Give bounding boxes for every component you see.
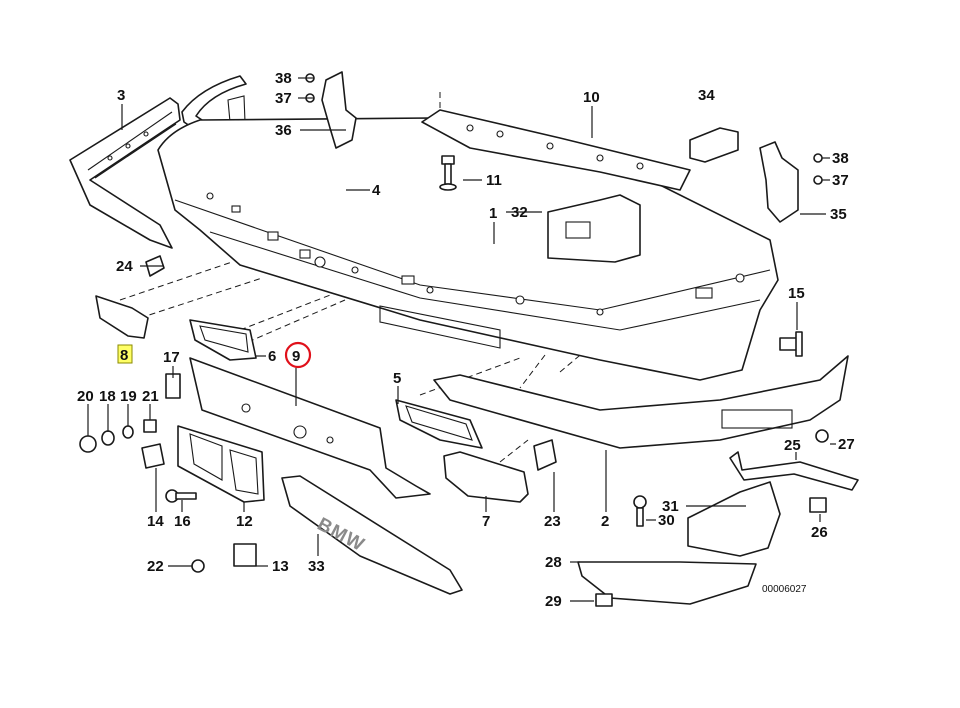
part-30-screw[interactable] (633, 495, 647, 527)
part-27-screw[interactable] (815, 429, 829, 443)
callout-3[interactable]: 3 (117, 87, 125, 104)
callout-37-right[interactable]: 37 (832, 172, 849, 189)
part-2-lower-spoiler[interactable] (433, 355, 849, 449)
callout-18[interactable]: 18 (99, 388, 116, 405)
callout-16[interactable]: 16 (174, 513, 191, 530)
part-13-clip[interactable] (233, 543, 257, 567)
callout-24[interactable]: 24 (116, 258, 133, 275)
callout-20[interactable]: 20 (77, 388, 94, 405)
callout-14[interactable]: 14 (147, 513, 164, 530)
callout-4[interactable]: 4 (372, 182, 381, 199)
part-8-grille-insert[interactable] (95, 295, 149, 339)
part-32-bracket[interactable] (547, 194, 641, 263)
callout-38-right[interactable]: 38 (832, 150, 849, 167)
part-14-plate[interactable] (141, 443, 165, 469)
callout-12[interactable]: 12 (236, 513, 253, 530)
part-26-nut-clip[interactable] (809, 497, 827, 513)
part-33-grille[interactable]: BMW (281, 475, 463, 595)
drawing-code: 00006027 (762, 584, 807, 595)
callout-26[interactable]: 26 (811, 524, 828, 541)
part-19-washer[interactable] (122, 425, 134, 439)
part-22-screw[interactable] (191, 559, 205, 573)
callout-35[interactable]: 35 (830, 206, 847, 223)
callout-30[interactable]: 30 (658, 512, 675, 529)
part-23-bracket[interactable] (533, 439, 557, 471)
callout-25[interactable]: 25 (784, 437, 801, 454)
part-29-clip[interactable] (595, 593, 613, 607)
callout-23[interactable]: 23 (544, 513, 561, 530)
selected-part-highlight (117, 344, 133, 364)
callout-5[interactable]: 5 (393, 370, 401, 387)
part-20-cap[interactable] (79, 435, 97, 453)
callout-27[interactable]: 27 (838, 436, 855, 453)
part-34-clip[interactable] (689, 127, 739, 163)
part-10-reinforcement[interactable] (421, 109, 691, 191)
part-31-air-duct[interactable] (687, 481, 781, 557)
part-16-screw[interactable] (165, 489, 197, 503)
callout-33[interactable]: 33 (308, 558, 325, 575)
callout-19[interactable]: 19 (120, 388, 137, 405)
part-35-side-holder[interactable] (759, 141, 799, 223)
callout-9[interactable]: 9 (292, 348, 300, 365)
callout-10[interactable]: 10 (583, 89, 600, 106)
callout-17[interactable]: 17 (163, 349, 180, 366)
callout-22[interactable]: 22 (147, 558, 164, 575)
callout-6[interactable]: 6 (268, 348, 276, 365)
callout-8[interactable]: 8 (120, 347, 128, 364)
callout-2[interactable]: 2 (601, 513, 609, 530)
part-5-frame[interactable] (395, 399, 483, 449)
leader-lines (87, 77, 836, 602)
part-37-clip-right[interactable] (813, 175, 823, 185)
callout-7[interactable]: 7 (482, 513, 490, 530)
callout-34[interactable]: 34 (698, 87, 715, 104)
part-36-upper-bracket[interactable] (321, 71, 357, 149)
part-28-lower-cover[interactable] (577, 561, 757, 605)
part-11-bolt[interactable] (439, 155, 457, 191)
part-21-nut[interactable] (143, 419, 157, 433)
callout-labels: 1 2 3 4 5 6 7 8 9 10 11 12 13 14 15 16 1… (77, 70, 855, 610)
callout-21[interactable]: 21 (142, 388, 159, 405)
part-18-washer[interactable] (101, 430, 115, 446)
highlighted-part-ring (284, 341, 312, 369)
part-3-side-trim[interactable] (69, 97, 181, 249)
part-25-stay[interactable] (729, 451, 859, 491)
callout-37-left[interactable]: 37 (275, 90, 292, 107)
part-9-plate-base[interactable] (189, 357, 431, 499)
callout-31[interactable]: 31 (662, 498, 679, 515)
callout-32[interactable]: 32 (511, 204, 528, 221)
callout-36[interactable]: 36 (275, 122, 292, 139)
part-15-screw[interactable] (779, 331, 803, 357)
part-6-frame[interactable] (189, 319, 257, 361)
callout-15[interactable]: 15 (788, 285, 805, 302)
part-1-bumper-body[interactable] (157, 117, 779, 381)
callout-28[interactable]: 28 (545, 554, 562, 571)
callout-11[interactable]: 11 (486, 172, 502, 189)
callout-38-left[interactable]: 38 (275, 70, 292, 87)
part-7-cover[interactable] (443, 451, 529, 503)
part-12-plate-holder[interactable] (177, 425, 265, 503)
callout-29[interactable]: 29 (545, 593, 562, 610)
part-38-clip-right[interactable] (813, 153, 823, 163)
callout-1[interactable]: 1 (489, 205, 497, 222)
callout-13[interactable]: 13 (272, 558, 289, 575)
